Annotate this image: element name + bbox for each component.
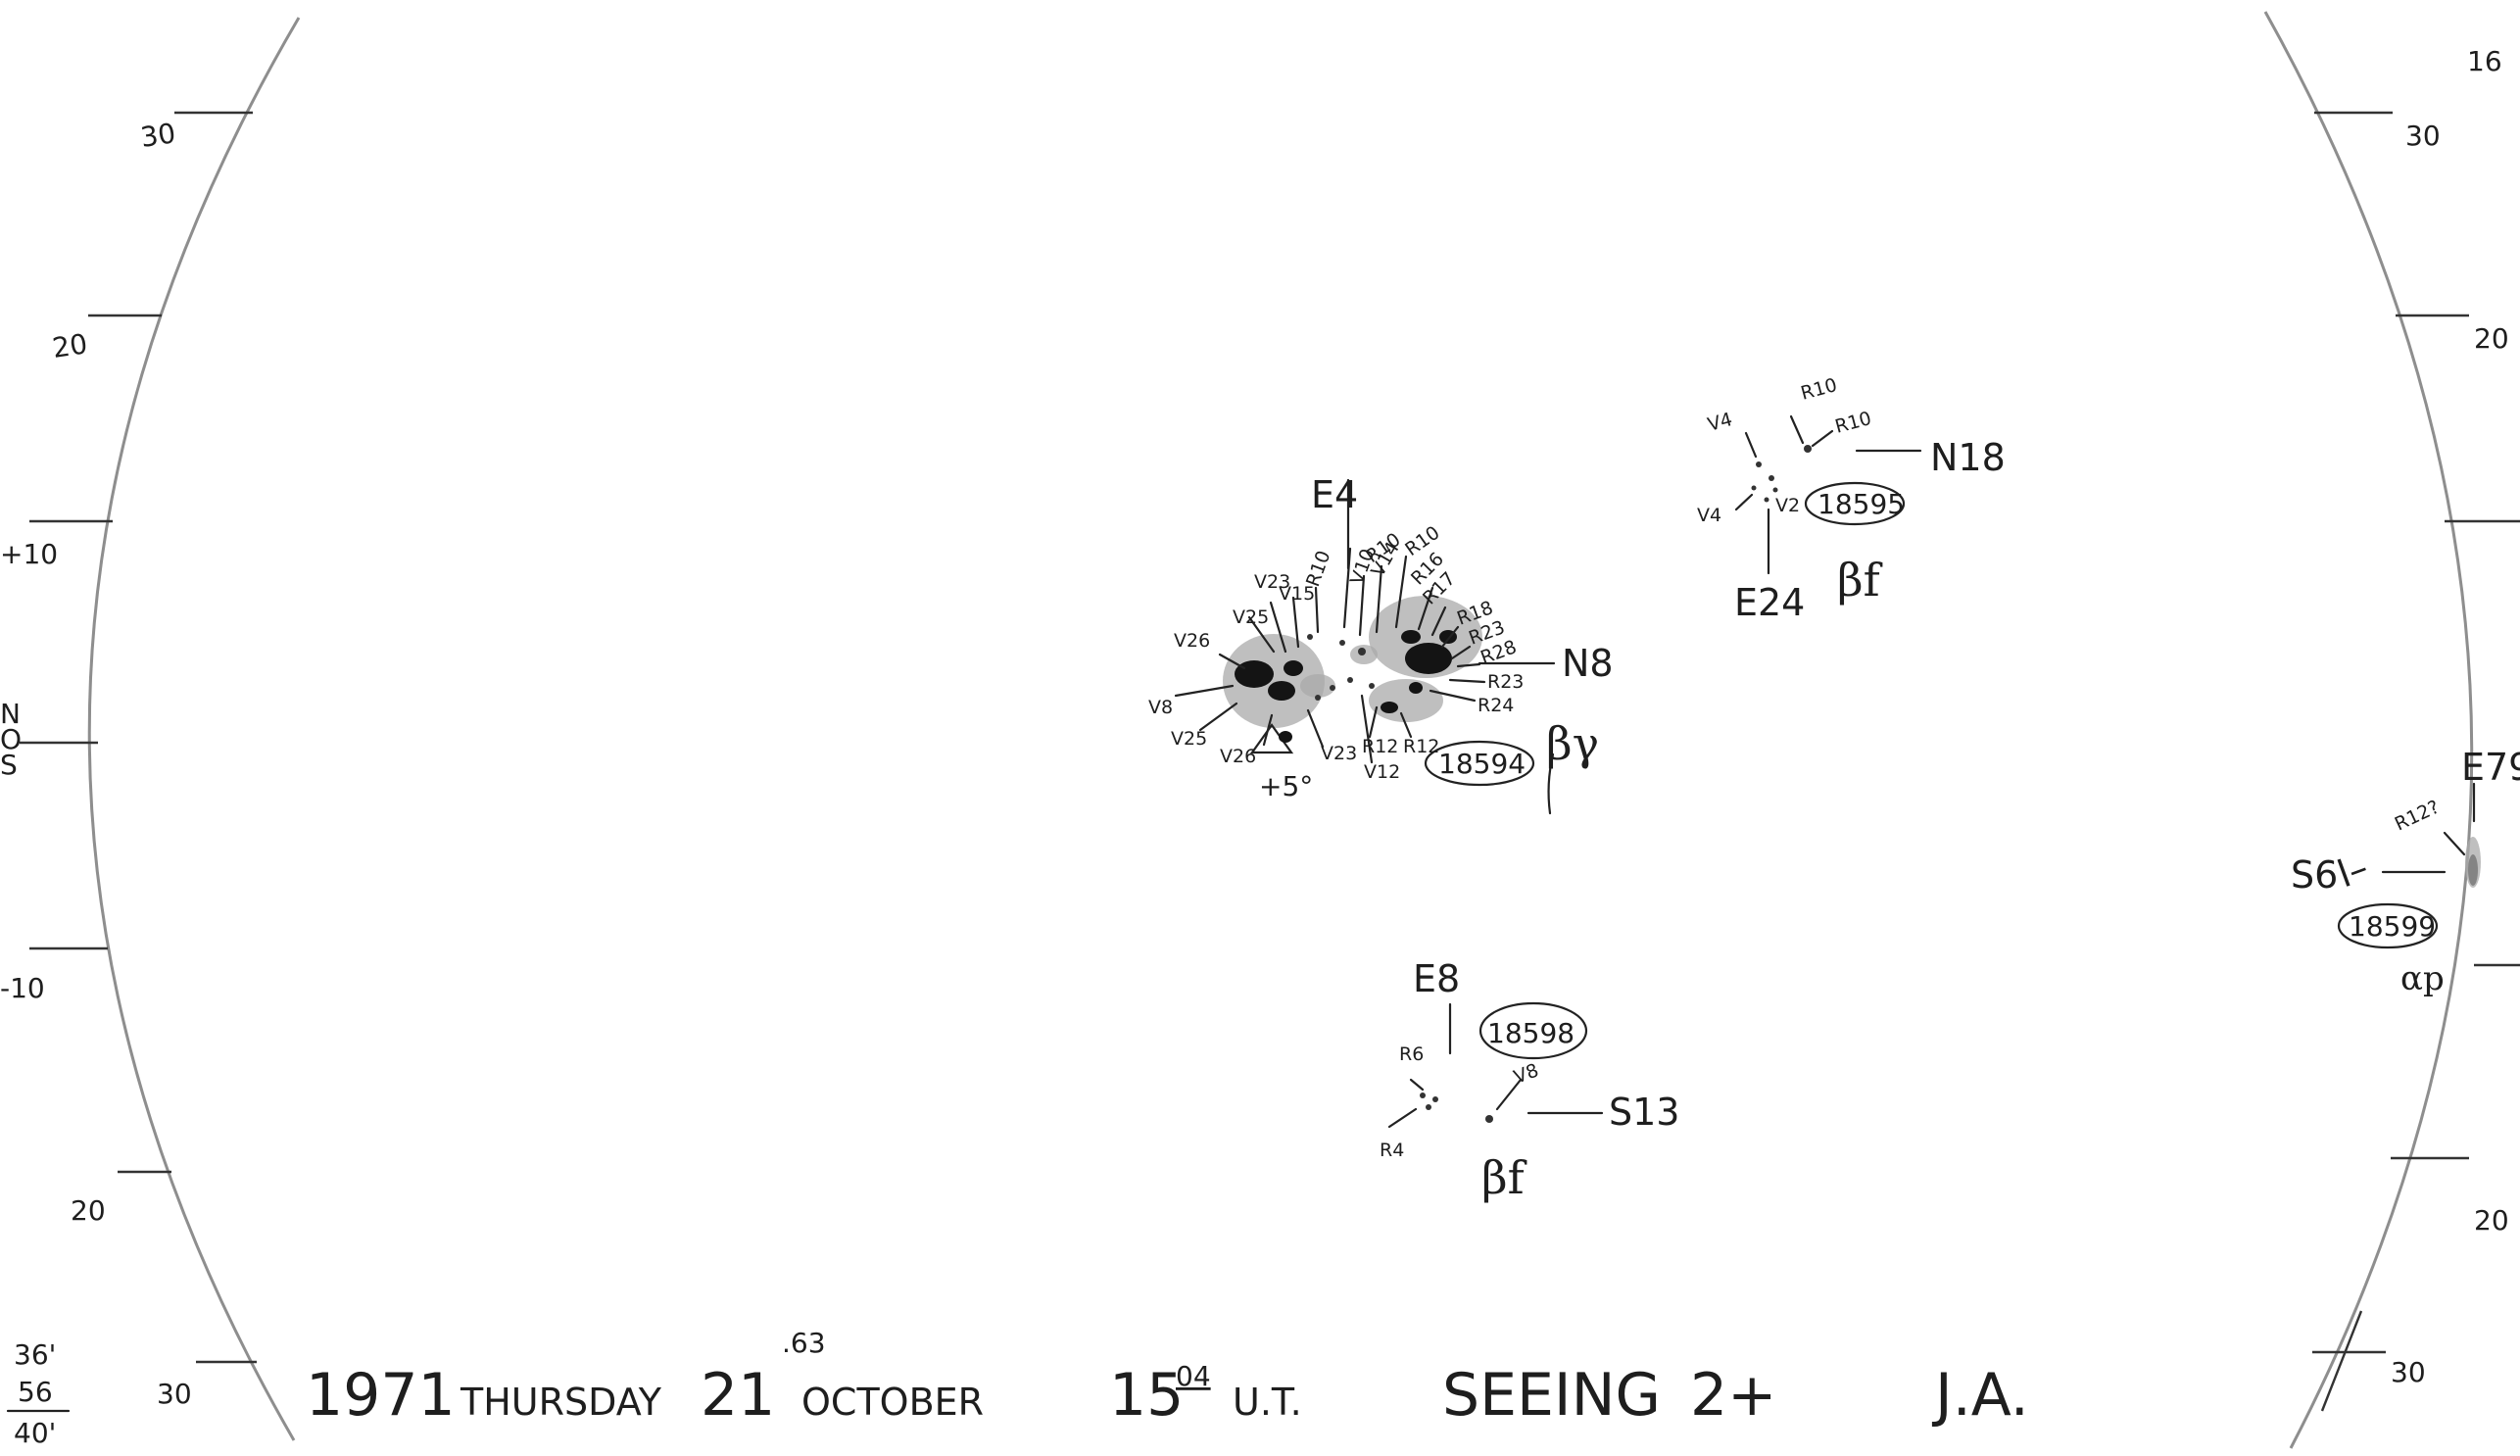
sunspot-group-18595 [1734,414,1922,575]
g18594-east-label: E4 [1311,473,1358,516]
footer-month: OCTOBER [801,1381,984,1424]
g18598-class: βf [1481,1151,1527,1204]
g18595-leader-4: V2 [1775,495,1800,516]
sunspot-group-18598 [1387,1001,1604,1129]
g18594-leader-19: R24 [1478,695,1514,716]
sunspot-group-18599 [2337,782,2481,949]
g18599-leader-1: R12? [2392,797,2443,836]
g18594-leader-5: V23 [1254,571,1290,593]
g18595-number: 18595 [1817,488,1905,520]
lat-label-left-20-south: 20 [71,1194,106,1227]
lat-label-left-30-north: 30 [138,117,177,154]
footer-day-fraction: .63 [782,1327,826,1359]
lat-label-right-20-south: 20 [2474,1204,2509,1237]
margin-calculation: 36' 56 40' [6,1338,71,1449]
g18594-leader-2: V25 [1171,728,1207,750]
lat-label-right-30-south: 30 [2391,1356,2426,1388]
g18595-leader-0: V4 [1706,409,1735,436]
sunspot-group-18594 [1174,478,1556,815]
g18594-leader-4: V23 [1321,743,1357,764]
g18595-class: βf [1837,554,1883,607]
g18594-lat-label: N8 [1562,642,1614,685]
lat-label-left-equator: O [0,723,22,755]
footer-minutes: 04 [1176,1360,1211,1392]
g18594-leader-6: V25 [1233,607,1269,628]
g18599-number: 18599 [2349,910,2436,943]
g18594-leader-7: V15 [1279,583,1315,605]
g18598-leader-0: R6 [1399,1043,1424,1065]
g18598-leader-1: V8 [1511,1059,1541,1088]
footer-observer: J.A. [1931,1361,2029,1430]
g18598-east-label: E8 [1413,957,1460,1000]
footer-seeing-value: 2+ [1690,1361,1776,1430]
footer-weekday: THURSDAY [460,1381,662,1424]
lat-label-left-30-south: 30 [157,1378,192,1410]
g18594-leader-20: R12 [1403,736,1439,757]
observation-caption: 1971 THURSDAY 21 .63 OCTOBER 15 04 U.T. … [306,1327,2029,1430]
footer-hour: 15 [1109,1361,1184,1430]
lat-label-right-30-north: 30 [2405,120,2441,152]
lat-label-left-10-south: -10 [0,972,45,1004]
latitude-ticks-left [20,111,257,1364]
g18595-lat-label: N18 [1930,436,2006,479]
g18599-east-label: E79 [2461,746,2520,789]
margin-calc-line-0: 36' [14,1338,56,1371]
page-number: 16 [2467,45,2502,77]
g18594-number: 18594 [1438,748,1526,780]
footer-tz: U.T. [1233,1381,1302,1424]
g18598-leader-2: R4 [1380,1140,1404,1161]
lat-label-left-s: S [0,749,18,781]
lat-label-left-20-north: 20 [50,327,89,364]
footer-seeing-label: SEEING [1442,1361,1661,1430]
lat-label-right-20-north: 20 [2474,322,2509,355]
g18599-lat-label: S6 [2291,853,2338,897]
g18594-leader-22: V12 [1364,761,1400,783]
g18595-leader-2: R10 [1833,408,1874,438]
g18598-lat-label: S13 [1609,1091,1679,1134]
margin-calc-line-2: 40' [14,1417,56,1449]
g18594-class: βγ [1546,717,1599,770]
lat-label-left-n: N [0,698,21,730]
g18594-leader-18: R23 [1487,671,1524,693]
g18594-polarity: +5° [1259,770,1313,802]
g18595-east-label: E24 [1734,581,1805,624]
g18594-leader-21: R12 [1362,736,1398,757]
g18595-leader-3: V4 [1697,505,1721,526]
g18599-class: αp [2400,959,2445,998]
g18594-leader-0: V26 [1174,630,1210,652]
g18594-leader-8: R10 [1302,548,1334,590]
g18598-number: 18598 [1487,1017,1575,1049]
solar-limb-east [87,17,301,1441]
latitude-ticks-right [2312,111,2520,1412]
solar-limb-west [2263,11,2474,1449]
g18595-leader-1: R10 [1799,374,1840,405]
footer-day: 21 [701,1361,775,1430]
g18594-leader-3: V26 [1220,746,1256,767]
g18594-leader-1: V8 [1148,697,1173,718]
lat-label-left-10-north: +10 [0,538,58,570]
footer-year: 1971 [306,1361,456,1430]
g18599-leader-0: l– [2332,846,2374,896]
margin-calc-line-1: 56 [18,1376,53,1408]
